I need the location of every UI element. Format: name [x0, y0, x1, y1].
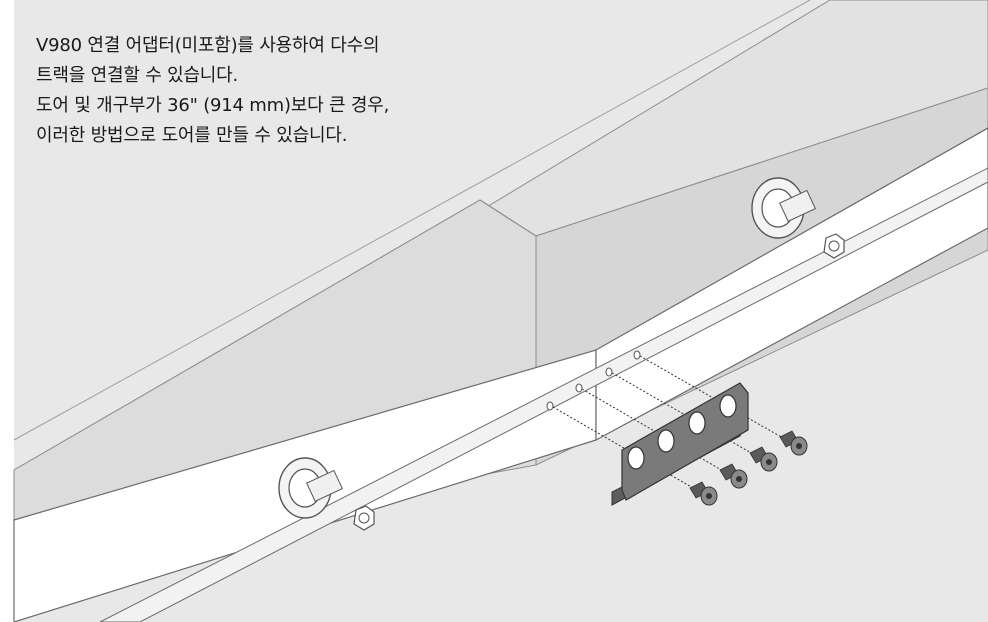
flat-head-screw-icon [749, 446, 778, 472]
door-roller-icon [278, 457, 344, 519]
beam-edge-line [13, 0, 811, 441]
hex-bolt-icon [353, 505, 375, 531]
caption-line: V980 연결 어댑터(미포함)를 사용하여 다수의 [36, 35, 380, 56]
flat-head-screw-icon [779, 430, 808, 456]
flat-head-screw-icon [689, 481, 718, 506]
caption-line: 트랙을 연결할 수 있습니다. [36, 65, 239, 86]
track-holes [546, 350, 641, 411]
flat-head-screw-icon [719, 463, 748, 489]
connector-plate-icon [611, 382, 749, 506]
beam-joint-line [479, 199, 537, 237]
instruction-caption: V980 연결 어댑터(미포함)를 사용하여 다수의 트랙을 연결할 수 있습니… [36, 31, 476, 151]
caption-line: 도어 및 개구부가 36" (914 mm)보다 큰 경우, [36, 95, 390, 116]
hex-bolt-icon [823, 233, 845, 259]
door-roller-icon [751, 177, 817, 239]
caption-line: 이러한 방법으로 도어를 만들 수 있습니다. [36, 125, 348, 146]
